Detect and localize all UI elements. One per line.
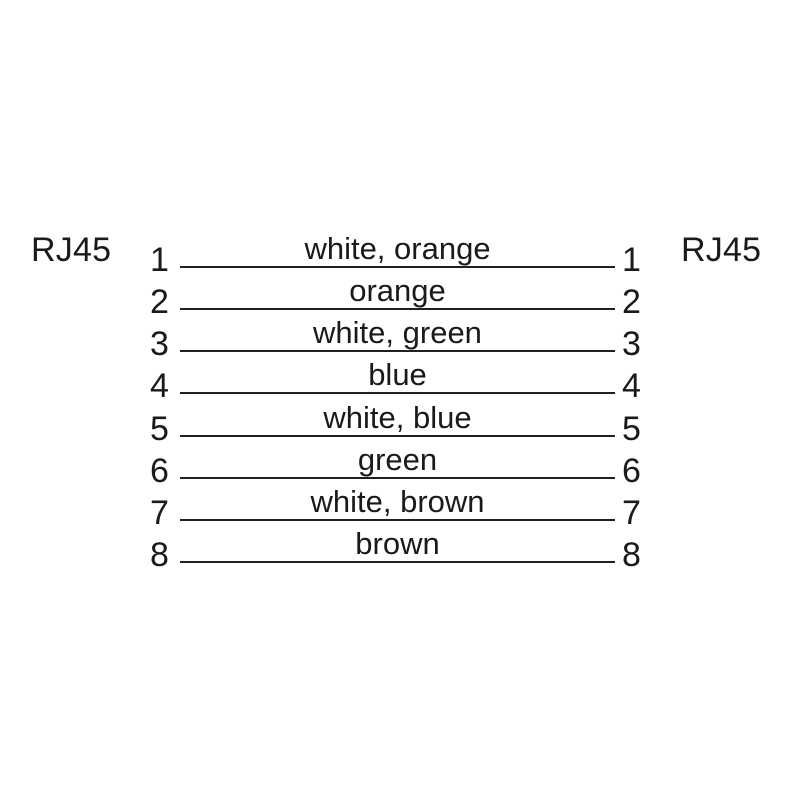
left-pin-number: 5 (150, 410, 169, 448)
left-pin-number: 4 (150, 367, 169, 405)
wire-line (180, 350, 615, 352)
right-pin-number: 4 (622, 367, 641, 405)
wire-line (180, 435, 615, 437)
left-pin-number: 7 (150, 494, 169, 532)
wire-line (180, 266, 615, 268)
right-pin-number: 3 (622, 325, 641, 363)
wire-color-label: orange (349, 273, 446, 309)
left-pin-number: 1 (150, 241, 169, 279)
wire-color-label: blue (368, 357, 427, 393)
right-pin-number: 2 (622, 283, 641, 321)
wire-row: 2 orange 2 (150, 268, 650, 319)
left-pin-number: 2 (150, 283, 169, 321)
wire-row: 3 white, green 3 (150, 310, 650, 361)
right-connector-label: RJ45 (681, 231, 762, 269)
wire-color-label: white, brown (310, 484, 485, 520)
wire-line (180, 477, 615, 479)
wire-color-label: green (357, 442, 438, 478)
left-pin-number: 3 (150, 325, 169, 363)
wire-color-label: brown (355, 526, 440, 562)
left-pin-number: 6 (150, 452, 169, 490)
right-pin-number: 1 (622, 241, 641, 279)
right-pin-number: 5 (622, 410, 641, 448)
wire-row: 4 blue 4 (150, 352, 650, 403)
right-pin-number: 8 (622, 536, 641, 574)
wire-row: 5 white, blue 5 (150, 395, 650, 446)
wire-color-label: white, green (313, 315, 482, 351)
right-pin-number: 6 (622, 452, 641, 490)
wire-row: 6 green 6 (150, 437, 650, 488)
wire-row: 1 white, orange 1 (150, 226, 650, 277)
wire-row: 7 white, brown 7 (150, 479, 650, 530)
wire-line (180, 308, 615, 310)
wire-line (180, 392, 615, 394)
wire-color-label: white, blue (323, 400, 472, 436)
left-pin-number: 8 (150, 536, 169, 574)
wire-row: 8 brown 8 (150, 521, 650, 572)
right-pin-number: 7 (622, 494, 641, 532)
wire-line (180, 561, 615, 563)
wire-line (180, 519, 615, 521)
left-connector-label: RJ45 (31, 231, 112, 269)
wire-color-label: white, orange (304, 231, 491, 267)
